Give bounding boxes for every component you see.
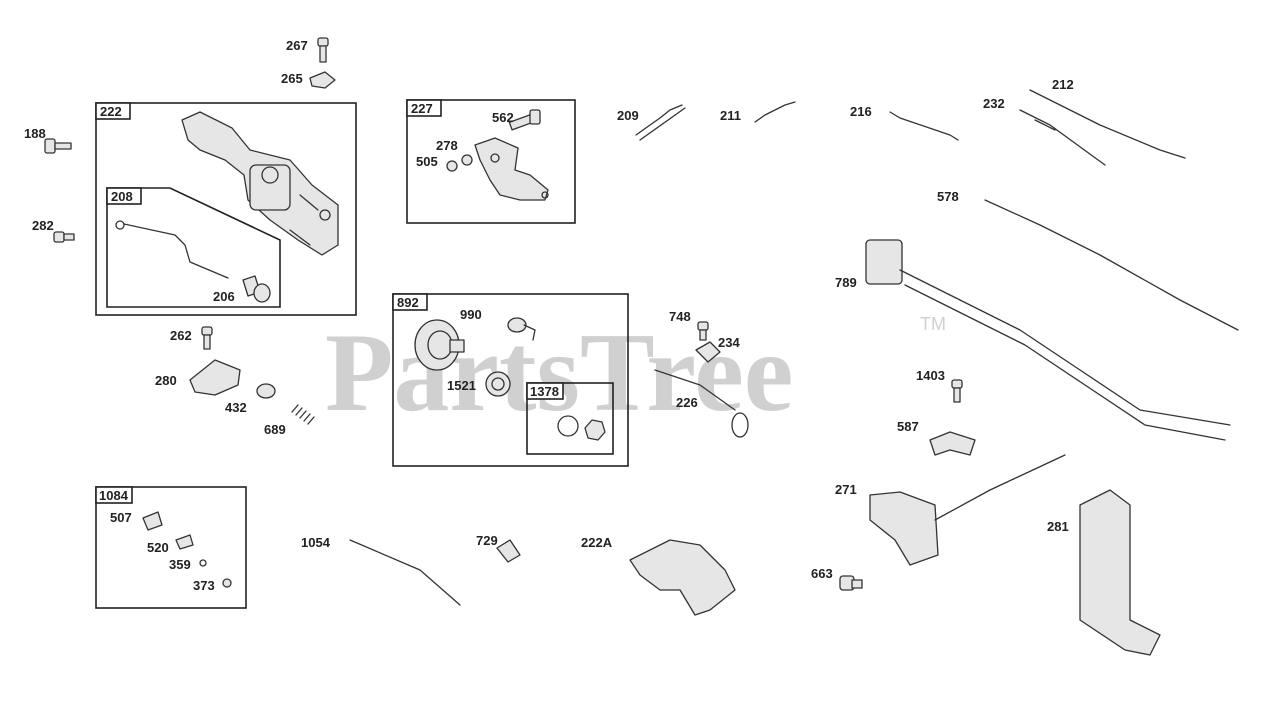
clip-265-part [309,71,336,89]
group-box-1378[interactable]: 1378 [526,382,614,455]
bracket-520-part [175,534,194,550]
rod-212-part [1029,89,1186,159]
group-box-1084[interactable]: 1084 [95,486,247,609]
screw-748-part [697,321,709,341]
screw-1403-part [951,379,963,403]
ignition-key-part [507,317,536,341]
shoulder-bolt-206-part [242,275,271,303]
washer-278-part [461,154,473,166]
group-box-label: 222 [100,104,122,119]
callout-1054[interactable]: 1054 [301,535,331,550]
bolt-562-part [508,109,541,131]
callout-188[interactable]: 188 [24,126,46,141]
group-box-208[interactable]: 208 [106,187,281,308]
callout-211[interactable]: 211 [720,108,741,123]
governor-link-rod-part [115,220,229,279]
group-box-label: 208 [111,189,133,204]
callout-578[interactable]: 578 [937,189,959,204]
ignition-switch-part [414,319,465,371]
callout-232[interactable]: 232 [983,96,1005,111]
wire-578-part [984,199,1239,331]
spring-211-part [754,101,796,123]
group-box-892[interactable]: 892 [392,293,629,467]
bracket-222a-part [629,539,736,616]
switch-nut-1521-part [485,371,511,397]
bracket-280-part [189,359,241,396]
group-box-label: 892 [397,295,419,310]
washer-359-part [199,559,207,567]
callout-432[interactable]: 432 [225,400,247,415]
group-box-227[interactable]: 227 [406,99,576,224]
cable-tie-1054-part [349,539,461,606]
callout-262[interactable]: 262 [170,328,192,343]
spring-209-part [635,104,686,141]
screw-188-part [44,138,72,154]
callout-278[interactable]: 278 [436,138,458,153]
clip-234-part [695,341,721,363]
bracket-281-part [1079,489,1161,656]
spring-link-232-part [1019,109,1106,166]
callout-663[interactable]: 663 [811,566,833,581]
nut-505-part [446,160,458,172]
link-216-part [889,111,959,141]
callout-689[interactable]: 689 [264,422,286,437]
callout-520[interactable]: 520 [147,540,169,555]
governor-bracket-part [181,111,339,256]
callout-990[interactable]: 990 [460,307,482,322]
callout-507[interactable]: 507 [110,510,132,525]
hex-nut-part [584,419,606,441]
callout-1403[interactable]: 1403 [916,368,945,383]
wiring-harness-789-part [865,239,1231,441]
callout-265[interactable]: 265 [281,71,303,86]
callout-271[interactable]: 271 [835,482,857,497]
callout-212[interactable]: 212 [1052,77,1074,92]
callout-282[interactable]: 282 [32,218,54,233]
throttle-control-271-part [869,454,1066,566]
callout-587[interactable]: 587 [897,419,919,434]
callout-789[interactable]: 789 [835,275,857,290]
callout-222a[interactable]: 222A [581,535,613,550]
callout-209[interactable]: 209 [617,108,639,123]
watermark-trademark: TM [920,314,946,334]
watermark-text: PartsTree [325,311,794,435]
nut-373-part [222,578,232,588]
screw-262-part [201,326,213,350]
clip-729-part [496,539,521,563]
callout-280[interactable]: 280 [155,373,177,388]
screw-267-part [317,37,329,63]
link-226-part [654,369,749,438]
group-box-label: 1084 [99,488,129,503]
callout-748[interactable]: 748 [669,309,691,324]
callout-562[interactable]: 562 [492,110,514,125]
group-box-label: 227 [411,101,433,116]
lock-washer-part [557,415,579,437]
callout-729[interactable]: 729 [476,533,498,548]
callout-267[interactable]: 267 [286,38,308,53]
callout-1521[interactable]: 1521 [447,378,476,393]
group-box-222[interactable]: 222 [95,102,357,316]
callout-226[interactable]: 226 [676,395,698,410]
callout-281[interactable]: 281 [1047,519,1069,534]
callout-373[interactable]: 373 [193,578,215,593]
clamp-587-part [929,431,976,456]
group-box-label: 1378 [530,384,559,399]
switch-507-part [142,511,163,531]
callout-216[interactable]: 216 [850,104,872,119]
callout-505[interactable]: 505 [416,154,438,169]
bushing-432-part [256,383,276,399]
callout-234[interactable]: 234 [718,335,740,350]
control-bracket-part [474,137,549,201]
callout-206[interactable]: 206 [213,289,235,304]
screw-282-part [53,231,75,243]
screw-663-part [839,575,863,591]
callout-labels: 267 265 188 282 206 262 280 432 689 562 … [24,38,1074,593]
spring-689-part [291,404,315,425]
callout-359[interactable]: 359 [169,557,191,572]
